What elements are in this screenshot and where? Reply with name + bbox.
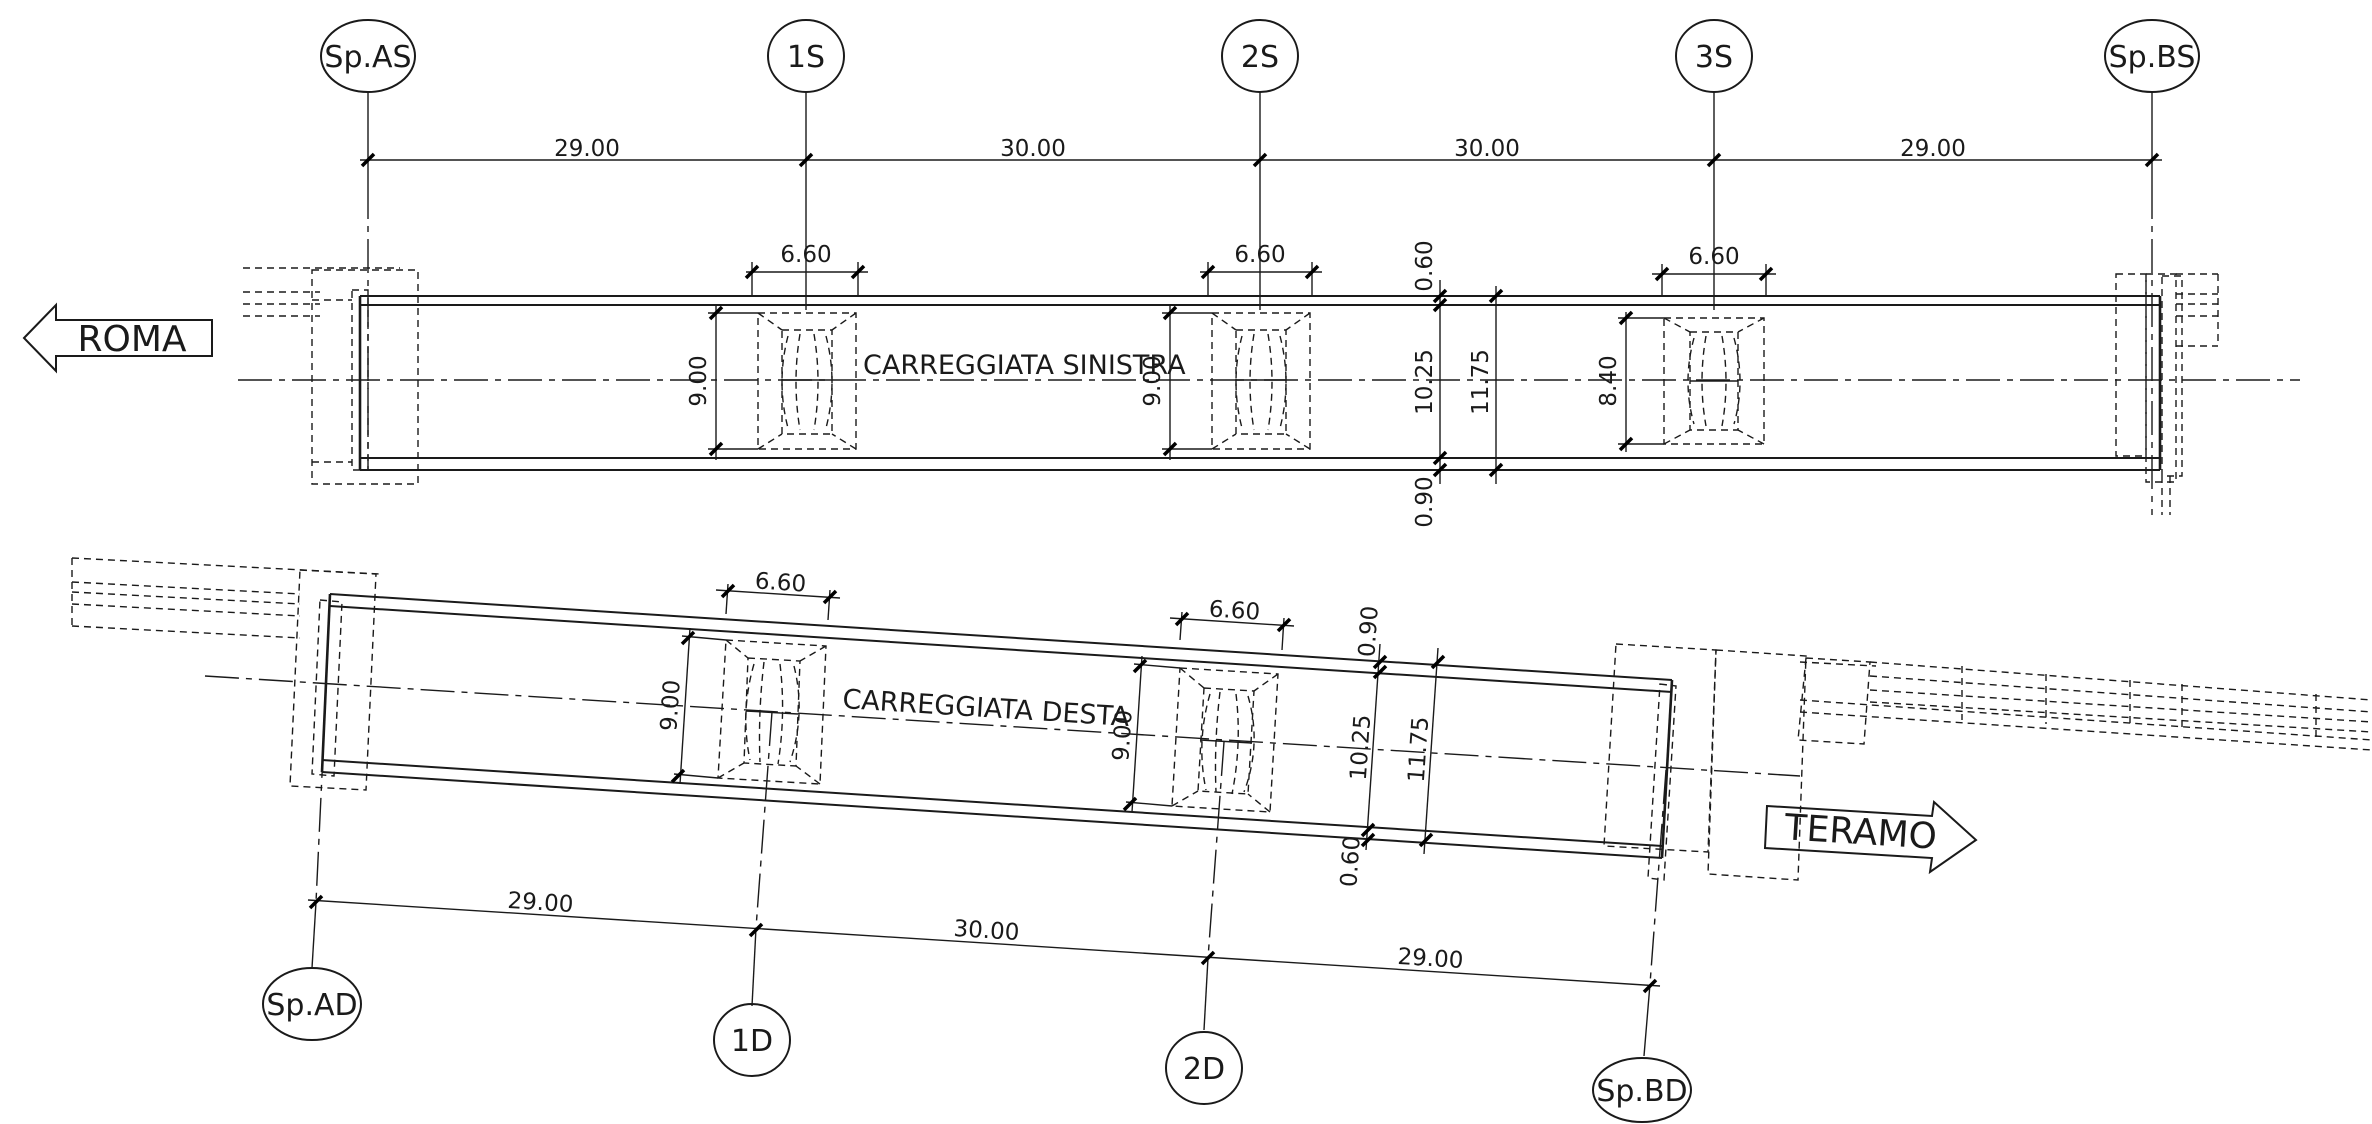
top-pier-width-2s: 6.60 <box>1234 242 1285 268</box>
axis-label-sp-bs: Sp.BS <box>2109 40 2196 75</box>
direction-arrow-roma[interactable]: ROMA <box>22 302 213 374</box>
bottom-deck-width-dims: 0.90 10.25 0.60 11.75 <box>1336 605 1446 888</box>
bottom-inner-width: 10.25 <box>1346 714 1377 782</box>
bottom-pier-height-dims: 9.00 9.00 <box>656 627 1181 813</box>
top-deck-width-dims: 0.60 10.25 0.90 11.75 <box>1412 240 1504 528</box>
axis-label-2d: 2D <box>1183 1052 1225 1087</box>
top-span-dimension: 29.00 30.00 30.00 29.00 <box>360 136 2162 168</box>
top-pier-3s <box>1663 317 1765 445</box>
abutment-sp-bs <box>2115 273 2219 515</box>
abutment-sp-bd <box>1603 643 2372 881</box>
bottom-pier-width-dims: 6.60 6.60 <box>715 568 1295 651</box>
top-deck-label: CARREGGIATA SINISTRA <box>863 350 1186 381</box>
arrow-right-icon <box>1763 799 1978 875</box>
axis-marker-sp-bd[interactable] <box>1592 1057 1692 1123</box>
top-span-2: 30.00 <box>1000 136 1066 162</box>
axis-label-3s: 3S <box>1695 40 1733 75</box>
bottom-edge-width-bottom: 0.60 <box>1336 835 1366 888</box>
bottom-deck-label: CARREGGIATA DESTA <box>842 684 1131 733</box>
bottom-span-1: 29.00 <box>507 888 574 918</box>
bottom-pier-width-1d: 6.60 <box>754 568 807 597</box>
axis-label-2s: 2S <box>1241 40 1279 75</box>
bottom-deck: 6.60 6.60 9.00 9.00 <box>71 557 2372 1123</box>
top-pier-width-1s: 6.60 <box>780 242 831 268</box>
bottom-outer-width: 11.75 <box>1404 716 1435 784</box>
top-inner-width: 10.25 <box>1412 349 1438 415</box>
top-span-3: 30.00 <box>1454 136 1520 162</box>
top-span-1: 29.00 <box>554 136 620 162</box>
bottom-pier-width-2d: 6.60 <box>1208 596 1261 625</box>
bottom-pier-1d <box>717 639 827 785</box>
axis-label-1s: 1S <box>787 40 825 75</box>
top-axis-lines <box>367 92 2153 515</box>
direction-arrow-teramo[interactable]: TERAMO <box>1763 799 1978 875</box>
axis-marker-1d[interactable] <box>713 1003 791 1077</box>
top-outer-width: 11.75 <box>1468 349 1494 415</box>
bottom-axis-lines <box>311 689 1667 1057</box>
top-edge-width-bottom: 0.90 <box>1412 476 1438 527</box>
top-pier-height-3s: 8.40 <box>1596 355 1622 406</box>
axis-label-sp-bd: Sp.BD <box>1596 1074 1687 1109</box>
direction-label-teramo: TERAMO <box>1782 807 1938 858</box>
top-deck-outline <box>238 295 2300 471</box>
bottom-pier-height-2d: 9.00 <box>1108 709 1138 762</box>
top-axis-markers: Sp.AS 1S 2S 3S Sp.BS <box>320 19 2200 93</box>
axis-marker-2d[interactable] <box>1165 1031 1243 1105</box>
top-pier-2s <box>1211 312 1311 450</box>
arrow-left-icon <box>22 302 213 374</box>
top-pier-width-3s: 6.60 <box>1688 244 1739 270</box>
top-pier-height-2s: 9.00 <box>1140 355 1166 406</box>
bottom-pier-2d <box>1171 667 1279 813</box>
top-pier-height-dims: 9.00 9.00 8.40 <box>686 305 1664 460</box>
bottom-axis-markers: Sp.AD 1D 2D Sp.BD <box>262 967 1692 1123</box>
direction-label-roma: ROMA <box>77 319 186 360</box>
abutment-sp-as <box>243 267 419 485</box>
top-span-4: 29.00 <box>1900 136 1966 162</box>
abutment-sp-ad <box>71 557 381 791</box>
bottom-pier-height-1d: 9.00 <box>656 679 686 732</box>
bottom-span-dimension: 29.00 30.00 29.00 <box>307 888 1661 994</box>
top-edge-width-top: 0.60 <box>1412 240 1438 291</box>
axis-label-sp-ad: Sp.AD <box>266 988 357 1023</box>
axis-label-sp-as: Sp.AS <box>324 40 411 75</box>
top-pier-1s <box>757 312 857 450</box>
top-pier-height-1s: 9.00 <box>686 355 712 406</box>
bottom-span-2: 30.00 <box>953 916 1020 946</box>
axis-marker-sp-ad[interactable] <box>262 967 362 1041</box>
bottom-edge-width-top: 0.90 <box>1354 605 1384 658</box>
bottom-deck-outline <box>204 593 1801 859</box>
top-deck: Sp.AS 1S 2S 3S Sp.BS <box>238 19 2300 528</box>
axis-label-1d: 1D <box>731 1024 773 1059</box>
bottom-span-3: 29.00 <box>1397 944 1464 974</box>
top-pier-width-dims: 6.60 6.60 6.60 <box>744 242 1776 296</box>
